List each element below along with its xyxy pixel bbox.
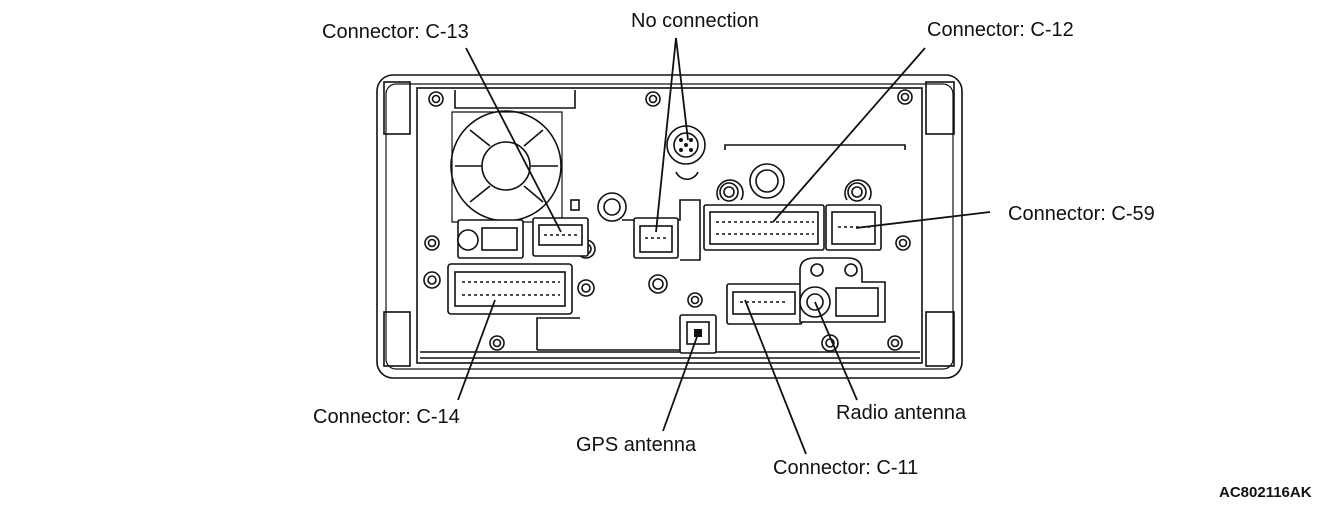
socket-pin [689,148,693,152]
connector-c11-inner [732,291,796,315]
screw-hole [492,338,502,348]
connector-small-left-inner [481,227,518,251]
connector-c59-inner [831,211,876,245]
connector-c14-inner [454,271,566,307]
pin-row [716,221,814,235]
hole-guard [844,179,872,201]
screw-hole [645,91,661,107]
panel-ledge [420,351,920,359]
pin-row [462,281,560,296]
screw-hole [887,335,903,351]
screw-hole [690,295,700,305]
hole-guard [716,179,744,201]
bracket-hole [844,263,858,277]
socket-guard [675,171,699,180]
label-connector-c59: Connector: C-59 [1008,203,1155,225]
screw-hole [898,238,908,248]
boss [603,198,621,216]
label-connector-c12: Connector: C-12 [927,19,1074,41]
screw-hole [890,338,900,348]
figure-code: AC802116AK [1219,484,1312,501]
screw-hole [895,235,911,251]
connector-small-left-post [457,229,479,251]
screw-hole [719,182,739,202]
leader-c14 [457,299,496,401]
gps-pin [694,329,702,337]
screw-hole [723,186,735,198]
socket-pin [679,138,683,142]
screw-hole [431,94,441,104]
leader-c11 [744,299,807,455]
inner-panel [416,87,923,364]
connector-c12-inner [709,211,819,245]
socket-pin [689,138,693,142]
boss [597,192,627,222]
housing-outline [376,74,963,379]
boss [755,169,779,193]
screw-hole [687,292,703,308]
screw-hole [428,91,444,107]
screw-hole [851,186,863,198]
label-connector-c11: Connector: C-11 [773,457,919,479]
screw-hole [424,235,440,251]
radio-antenna-side-connector [835,287,879,317]
leader-radio [814,301,858,401]
leader-c12 [772,47,926,223]
socket-pin [679,148,683,152]
screw-hole [847,182,867,202]
screw-hole [897,89,913,105]
bracket-hole [810,263,824,277]
leader-gps [662,333,699,432]
mount-tab [383,81,411,135]
label-connector-c14: Connector: C-14 [313,406,460,428]
socket-pin [684,143,688,147]
label-connector-c13: Connector: C-13 [322,21,469,43]
panel-channel [724,144,906,150]
panel-channel [536,317,690,351]
screw-hole [427,238,437,248]
housing-inner-outline [385,83,954,370]
leader-c13 [465,47,562,233]
screw-hole [577,279,595,297]
screw-hole [652,278,664,290]
connector-c13-inner [538,224,583,246]
mount-tab [925,81,955,135]
screw-hole [489,335,505,351]
screw-hole [648,274,668,294]
connector-c13-clip [570,199,580,211]
label-no-connection: No connection [631,10,759,32]
boss [749,163,785,199]
screw-hole [581,283,591,293]
label-gps-antenna: GPS antenna [576,434,697,456]
leader-no-connection-1 [655,37,677,233]
screw-hole [423,271,441,289]
label-radio-antenna: Radio antenna [836,402,967,424]
panel-step [454,90,576,109]
screw-hole [648,94,658,104]
leader-c59 [855,211,991,229]
mount-tab [925,311,955,367]
leader-no-connection-2 [675,37,689,141]
fan-hub [481,141,531,191]
mount-tab [383,311,411,367]
fan-blade [455,129,558,203]
screw-hole [900,92,910,102]
screw-hole [427,275,437,285]
